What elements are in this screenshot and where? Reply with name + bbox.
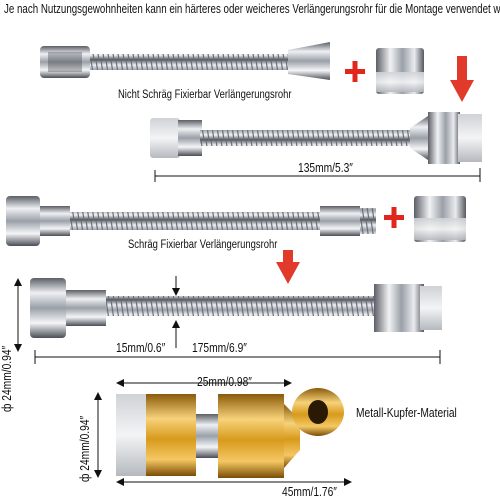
hose-non-fixable <box>40 42 330 80</box>
top-caption: Je nach Nutzungsgewohnheiten kann ein hä… <box>4 2 500 16</box>
dimension-label-25: 25mm/0.98″ <box>197 375 252 389</box>
dimension-line-diameter-fitting <box>94 392 102 478</box>
nut-part <box>414 196 466 242</box>
down-arrow-icon <box>276 250 300 284</box>
dimension-marker-15 <box>172 276 180 348</box>
dimension-line-175 <box>34 350 441 364</box>
fitting-cutaway <box>116 388 344 478</box>
dimension-label-15: 15mm/0.6″ <box>116 341 166 355</box>
material-label: Metall-Kupfer-Material <box>356 406 457 420</box>
down-arrow-icon <box>450 56 474 102</box>
dimension-label-175: 175mm/6.9″ <box>192 341 247 355</box>
dimension-line-25 <box>116 379 292 387</box>
dimension-line-diameter-hose <box>14 278 22 352</box>
hose-fixable <box>6 196 376 246</box>
dimension-line-45 <box>116 478 352 486</box>
dimension-label-diameter-fitting: ф 24mm/0.94″ <box>78 415 92 482</box>
caption-non-fixable-hose: Nicht Schräg Fixierbar Verlängerungsrohr <box>118 89 292 101</box>
hose-fixable-assembled <box>30 278 442 338</box>
dimension-label-diameter-hose: ф 24mm/0.94″ <box>0 345 14 412</box>
plus-icon <box>384 207 404 228</box>
nut-part <box>376 48 424 94</box>
dimension-label-45: 45mm/1.76″ <box>282 485 337 499</box>
dimension-line-135 <box>154 168 481 182</box>
caption-fixable-hose: Schräg Fixierbar Verlängerungsrohr <box>128 239 278 251</box>
dimension-label-135: 135mm/5.3″ <box>298 161 353 175</box>
hose-non-fixable-assembled <box>150 112 482 164</box>
plus-icon <box>345 61 365 82</box>
